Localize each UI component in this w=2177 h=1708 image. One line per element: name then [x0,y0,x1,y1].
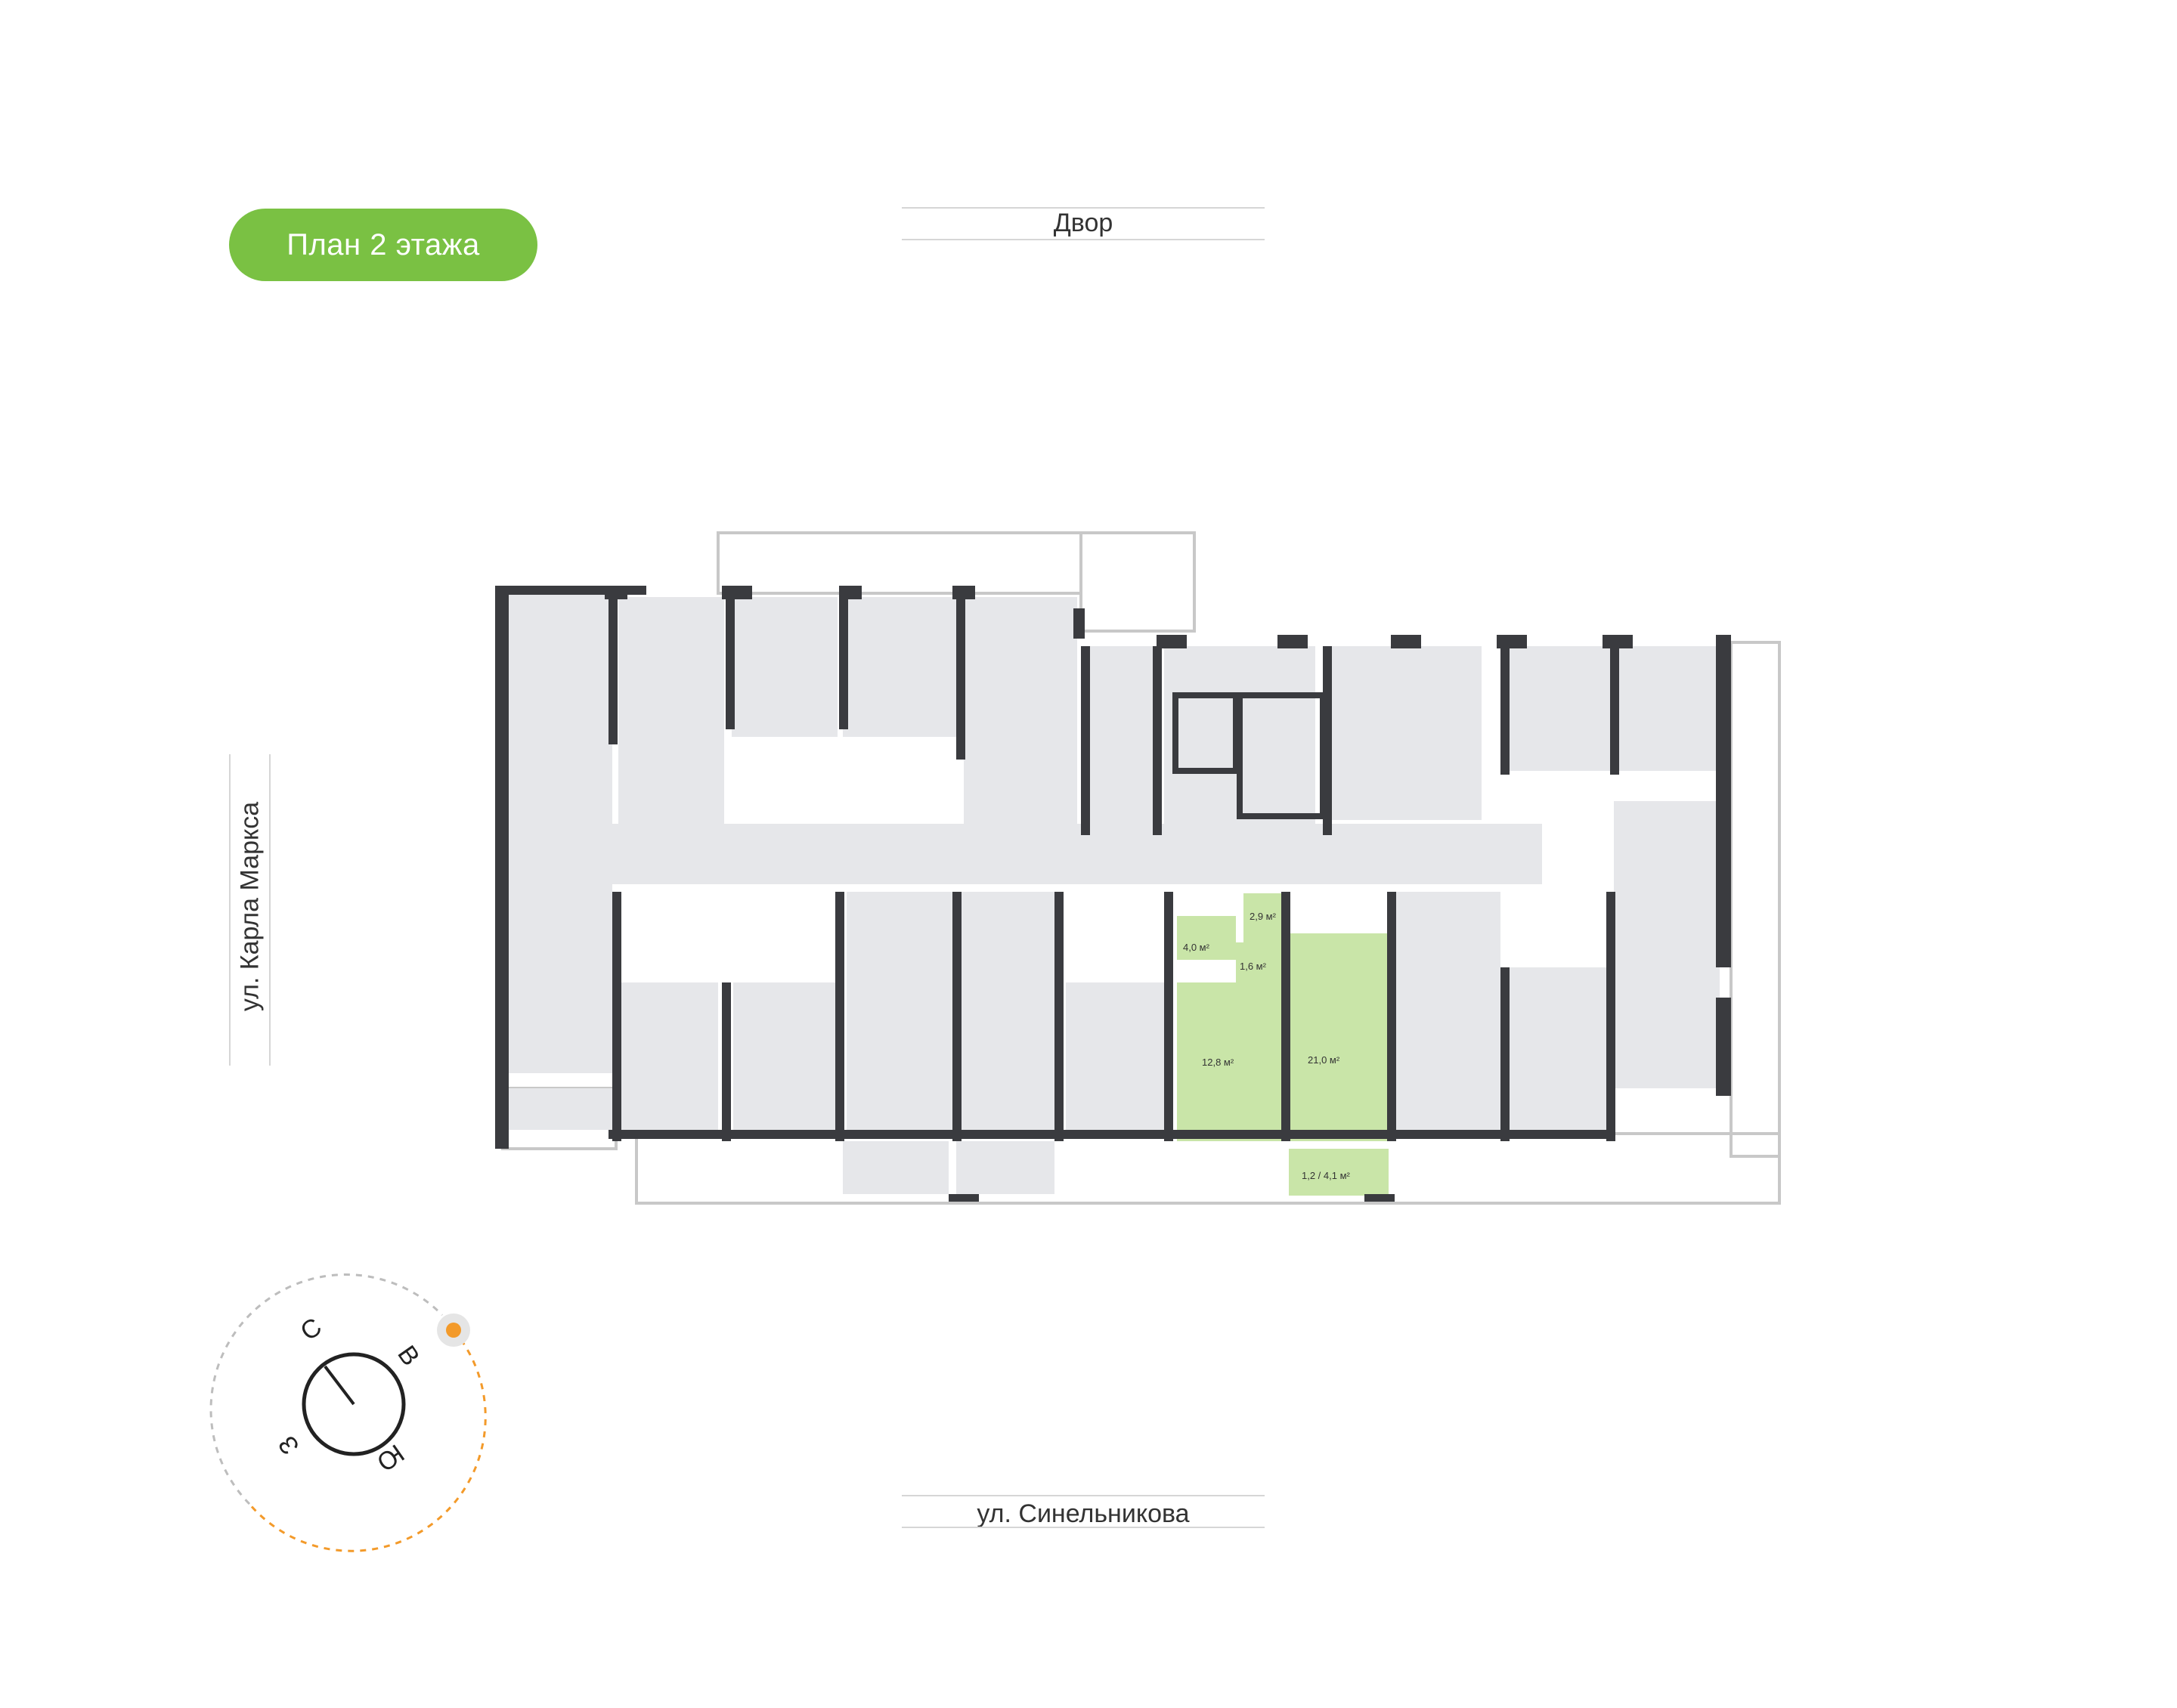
walls [495,586,1731,1202]
small-room-highlight [1243,893,1287,942]
room [1614,801,1720,1088]
left-street-rule-right [269,754,271,1066]
wall-right-lower [1716,998,1731,1096]
wall-lower [1500,967,1510,1141]
corridor [612,824,1542,884]
highlighted-apartment [1177,893,1389,1196]
area-label-hall: 1,6 м² [1240,961,1267,972]
wall-lower [1606,892,1615,1141]
room [847,892,952,1134]
wall-bottom [609,1130,1614,1139]
bottom-balcony-row [635,1132,1781,1205]
wall-partition [609,593,618,744]
street-label-top: Двор [1053,209,1113,237]
bottom-street-rule-lower [902,1527,1265,1528]
area-label-kitchen: 12,8 м² [1202,1057,1234,1068]
room [1066,982,1164,1134]
plan-title-badge: План 2 этажа [229,209,537,281]
wall-top [1391,635,1421,648]
wall-lower [1054,892,1064,1141]
room [1395,892,1500,1134]
compass-needle [324,1365,355,1406]
room [1504,646,1610,771]
room-fills [506,589,1723,1194]
room [1088,646,1157,835]
street-label-bottom: ул. Синельникова [977,1499,1190,1528]
wall-lower [835,892,844,1141]
top-right-balcony [1079,531,1196,633]
compass-south: Ю [371,1438,409,1477]
wall-top [1277,635,1308,648]
compass-arc-gray [209,1273,444,1505]
room [733,982,839,1134]
area-label-balcony: 1,2 / 4,1 м² [1302,1170,1351,1181]
wall-top [1497,635,1527,648]
wall-lower [612,892,621,1141]
wall-partition [956,593,965,760]
room [1330,646,1482,820]
compass-west: З [273,1431,305,1460]
wall-top [1157,635,1187,648]
top-street-rule-upper [902,207,1265,209]
area-label-small-room: 2,9 м² [1250,911,1277,922]
plan-title: План 2 этажа [286,227,480,261]
wall-partition [839,593,848,729]
wall-lower [1387,892,1396,1141]
wall-partition [1500,646,1510,775]
top-left-balcony [717,531,1082,595]
bathroom-highlight [1177,916,1236,960]
wall-lower [722,982,731,1141]
area-label-bathroom: 4,0 м² [1183,942,1210,953]
wall-top [1073,608,1085,639]
wall-partition [1081,646,1090,835]
kitchen-highlight [1177,982,1283,1141]
room [1508,967,1606,1134]
compass: С В Ю З [209,1273,487,1552]
room [843,597,956,737]
wall-bottom [1364,1194,1395,1202]
compass-ring [302,1352,406,1456]
wall-partition [1610,646,1619,775]
room [618,597,724,824]
living-highlight [1289,933,1389,1141]
compass-east: В [392,1341,425,1371]
room [964,597,1077,824]
balcony-fill [843,1141,949,1194]
room [620,982,718,1134]
room [506,589,612,1073]
wall-lower [952,892,962,1141]
compass-north: С [296,1312,327,1346]
wall-lower [1164,892,1173,1141]
wall-stair [1237,692,1326,819]
wall-partition [726,593,735,729]
wall-lower [1281,892,1290,1141]
wall-bottom [949,1194,979,1202]
compass-arc-orange [248,1329,487,1552]
wall-top [1603,635,1633,648]
sun-core-icon [446,1323,461,1338]
top-street-rule-lower [902,239,1265,240]
room [732,597,838,737]
area-label-living: 21,0 м² [1308,1054,1340,1066]
left-street-rule-left [229,754,231,1066]
bottom-street-rule-upper [902,1495,1265,1496]
wall-right-outer [1716,635,1731,967]
balcony-highlight [1289,1149,1389,1196]
right-balcony [1730,641,1781,1158]
wall-partition [1153,646,1162,835]
wall-left-outer [495,586,509,1149]
room [960,892,1058,1134]
room [1618,646,1723,771]
balcony-fill [506,1088,612,1130]
wall-stair [1172,692,1239,774]
balcony-fill [956,1141,1054,1194]
hall-highlight [1236,942,1289,988]
